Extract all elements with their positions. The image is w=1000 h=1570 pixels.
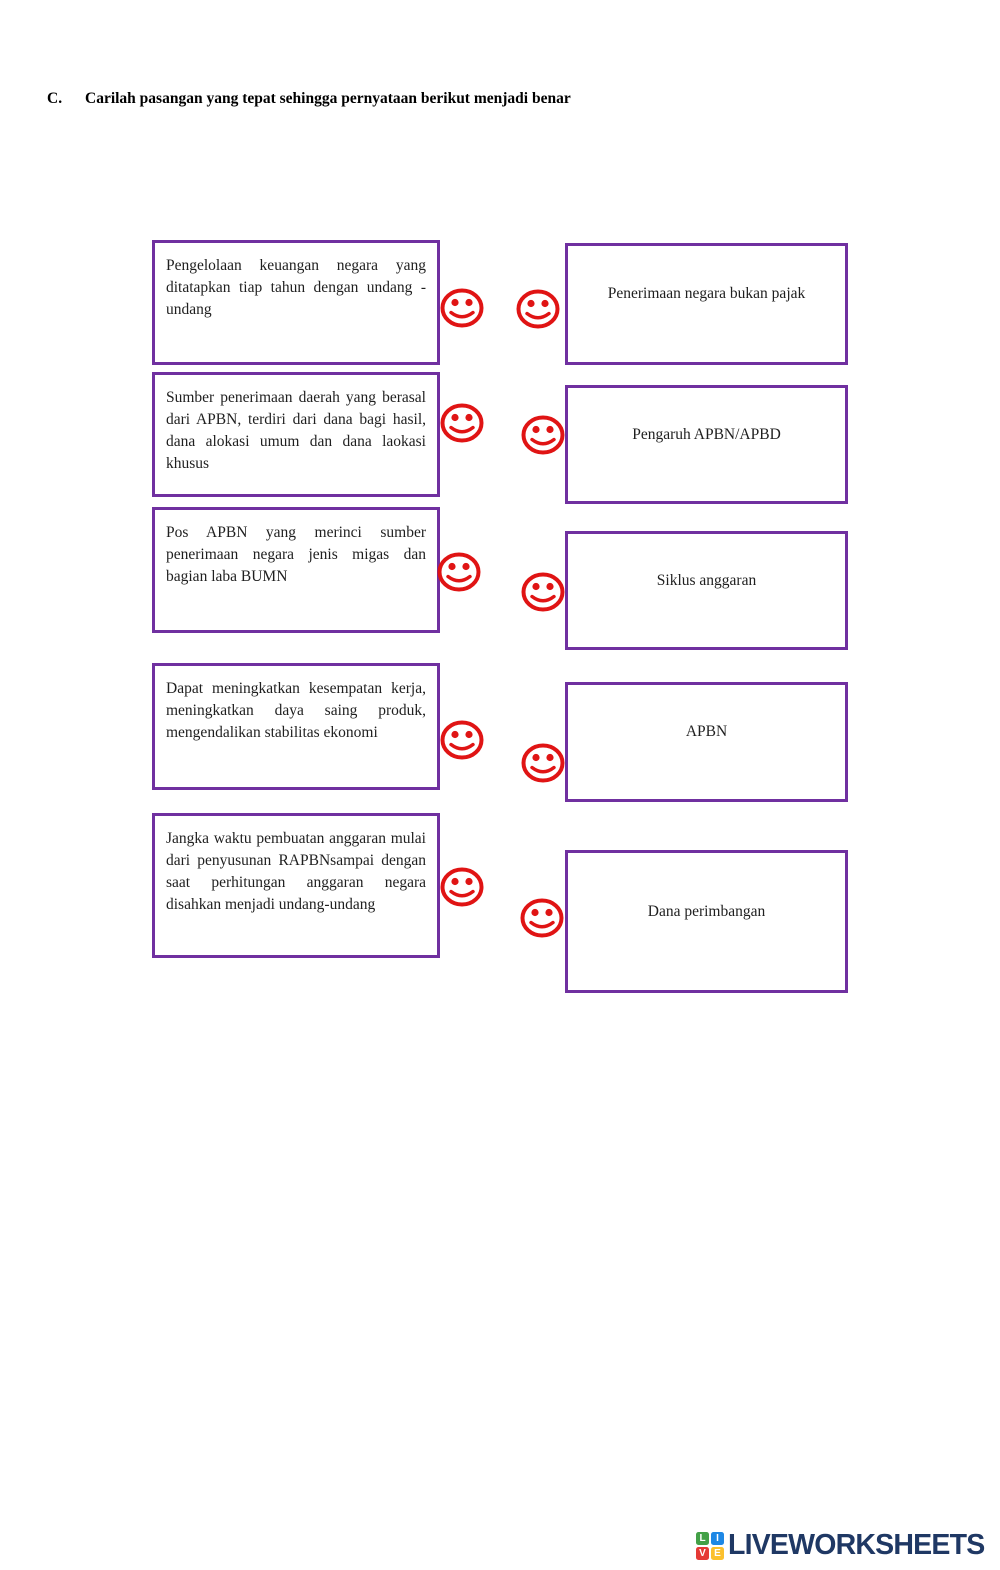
join-smiley-icon-right-3[interactable] — [521, 572, 565, 612]
join-smiley-icon-left-2[interactable] — [440, 403, 484, 443]
answer-box-1: Penerimaan negara bukan pajak — [565, 243, 848, 365]
answer-box-2: Pengaruh APBN/APBD — [565, 385, 848, 504]
join-smiley-icon-right-5[interactable] — [520, 898, 564, 938]
statement-box-4: Dapat meningkatkan kesempatan kerja, men… — [152, 663, 440, 790]
logo-tile-i: I — [711, 1531, 724, 1545]
statement-text: Pos APBN yang merinci sumber penerimaan … — [166, 524, 426, 585]
liveworksheets-logo-icon: L I V E — [696, 1531, 724, 1560]
statement-text: Jangka waktu pembuatan anggaran mulai da… — [166, 830, 426, 913]
join-smiley-icon-right-1[interactable] — [516, 289, 560, 329]
answer-box-4: APBN — [565, 682, 848, 802]
join-smiley-icon-left-3[interactable] — [437, 552, 481, 592]
answer-box-5: Dana perimbangan — [565, 850, 848, 993]
join-smiley-icon-left-5[interactable] — [440, 867, 484, 907]
statement-text: Sumber penerimaan daerah yang berasal da… — [166, 389, 426, 472]
statement-box-3: Pos APBN yang merinci sumber penerimaan … — [152, 507, 440, 633]
statement-box-2: Sumber penerimaan daerah yang berasal da… — [152, 372, 440, 497]
join-smiley-icon-left-1[interactable] — [440, 288, 484, 328]
join-smiley-icon-left-4[interactable] — [440, 720, 484, 760]
answer-box-3: Siklus anggaran — [565, 531, 848, 650]
join-smiley-icon-right-2[interactable] — [521, 415, 565, 455]
liveworksheets-logo[interactable]: L I V E LIVEWORKSHEETS — [696, 1529, 985, 1562]
answer-text: Dana perimbangan — [647, 902, 766, 920]
join-smiley-icon-right-4[interactable] — [521, 743, 565, 783]
section-label: C. — [47, 90, 63, 107]
answer-text: Penerimaan negara bukan pajak — [607, 285, 806, 302]
statement-box-1: Pengelolaan keuangan negara yang ditatap… — [152, 240, 440, 365]
answer-text: APBN — [685, 723, 728, 740]
statement-text: Dapat meningkatkan kesempatan kerja, men… — [166, 680, 426, 741]
logo-tile-e: E — [711, 1546, 724, 1560]
statement-box-5: Jangka waktu pembuatan anggaran mulai da… — [152, 813, 440, 958]
statement-text: Pengelolaan keuangan negara yang ditatap… — [166, 257, 426, 318]
liveworksheets-wordmark: LIVEWORKSHEETS — [728, 1529, 985, 1561]
page-title: Carilah pasangan yang tepat sehingga per… — [85, 90, 571, 107]
logo-tile-v: V — [696, 1546, 709, 1560]
answer-text: Pengaruh APBN/APBD — [632, 425, 781, 443]
logo-tile-l: L — [696, 1531, 709, 1545]
answer-text: Siklus anggaran — [656, 571, 757, 589]
